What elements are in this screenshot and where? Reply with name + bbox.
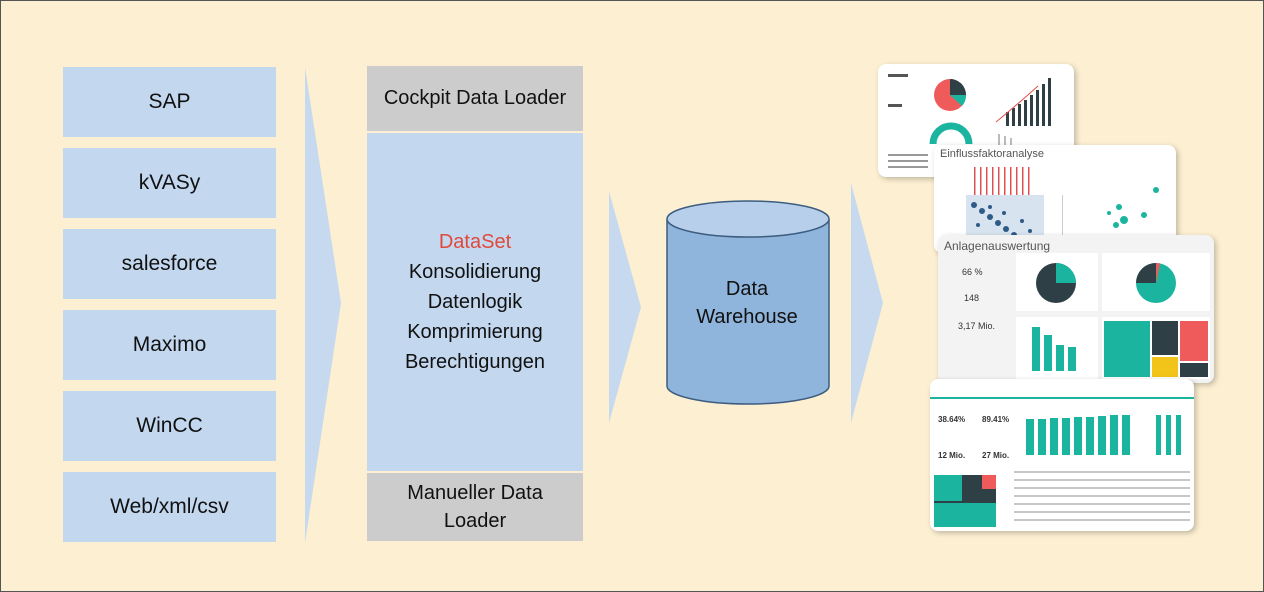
- report-4-kpi: 38.64%: [938, 415, 966, 424]
- dataset-box: [367, 133, 583, 471]
- warehouse-line: Warehouse: [696, 306, 798, 328]
- flow-arrow-3: [851, 183, 883, 423]
- source-label: SAP: [148, 90, 191, 113]
- report-3-kpi: 148: [964, 293, 980, 303]
- report-4-graphic: [930, 397, 1194, 527]
- dataset-line: Datenlogik: [427, 291, 523, 313]
- report-4-kpi: 89.41%: [982, 415, 1010, 424]
- source-web-xml-csv: Web/xml/csv: [63, 472, 276, 542]
- dataset-line: Konsolidierung: [408, 261, 542, 283]
- manual-data-loader: Manueller Data Loader: [367, 473, 583, 541]
- flow-arrow-2: [609, 191, 641, 423]
- source-label: WinCC: [136, 414, 203, 437]
- report-3-title: Anlagenauswertung: [944, 239, 1051, 253]
- cockpit-data-loader-label: Cockpit Data Loader: [383, 87, 567, 109]
- report-4-kpi: 12 Mio.: [938, 451, 966, 460]
- dataset-title: DataSet: [438, 231, 512, 253]
- report-3-kpi: 66 %: [962, 267, 983, 277]
- report-thumbnail-1: [878, 64, 1074, 177]
- report-4-kpi: 27 Mio.: [982, 451, 1010, 460]
- data-warehouse-label: Data Warehouse: [667, 275, 827, 331]
- report-thumbnail-3: Anlagenauswertung 66 % 148 3,17 Mio.: [938, 235, 1214, 383]
- source-maximo: Maximo: [63, 310, 276, 380]
- report-3-graphic: [1016, 253, 1210, 379]
- source-label: Web/xml/csv: [110, 495, 229, 518]
- report-3-kpi: 3,17 Mio.: [958, 321, 996, 331]
- dataset-text: DataSet Konsolidierung Datenlogik Kompri…: [367, 227, 583, 377]
- report-thumbnail-4: 38.64% 89.41% 12 Mio. 27 Mio.: [930, 379, 1194, 531]
- source-kvasy: kVASy: [63, 148, 276, 218]
- source-sap: SAP: [63, 67, 276, 137]
- source-label: kVASy: [138, 171, 201, 194]
- source-label: salesforce: [121, 252, 218, 275]
- dataset-line: Berechtigungen: [404, 351, 546, 373]
- source-salesforce: salesforce: [63, 229, 276, 299]
- loader-column: Cockpit Data Loader DataSet Konsolidieru…: [367, 66, 583, 541]
- warehouse-line: Data: [725, 278, 769, 300]
- dataset-line: Komprimierung: [407, 321, 543, 343]
- data-warehouse-cylinder: [666, 200, 830, 405]
- cockpit-data-loader: Cockpit Data Loader: [367, 66, 583, 131]
- manual-data-loader-label: Manueller Data Loader: [407, 482, 543, 532]
- source-wincc: WinCC: [63, 391, 276, 461]
- flow-arrow-1: [305, 67, 341, 543]
- source-label: Maximo: [132, 333, 207, 356]
- report-2-title: Einflussfaktoranalyse: [940, 148, 1044, 160]
